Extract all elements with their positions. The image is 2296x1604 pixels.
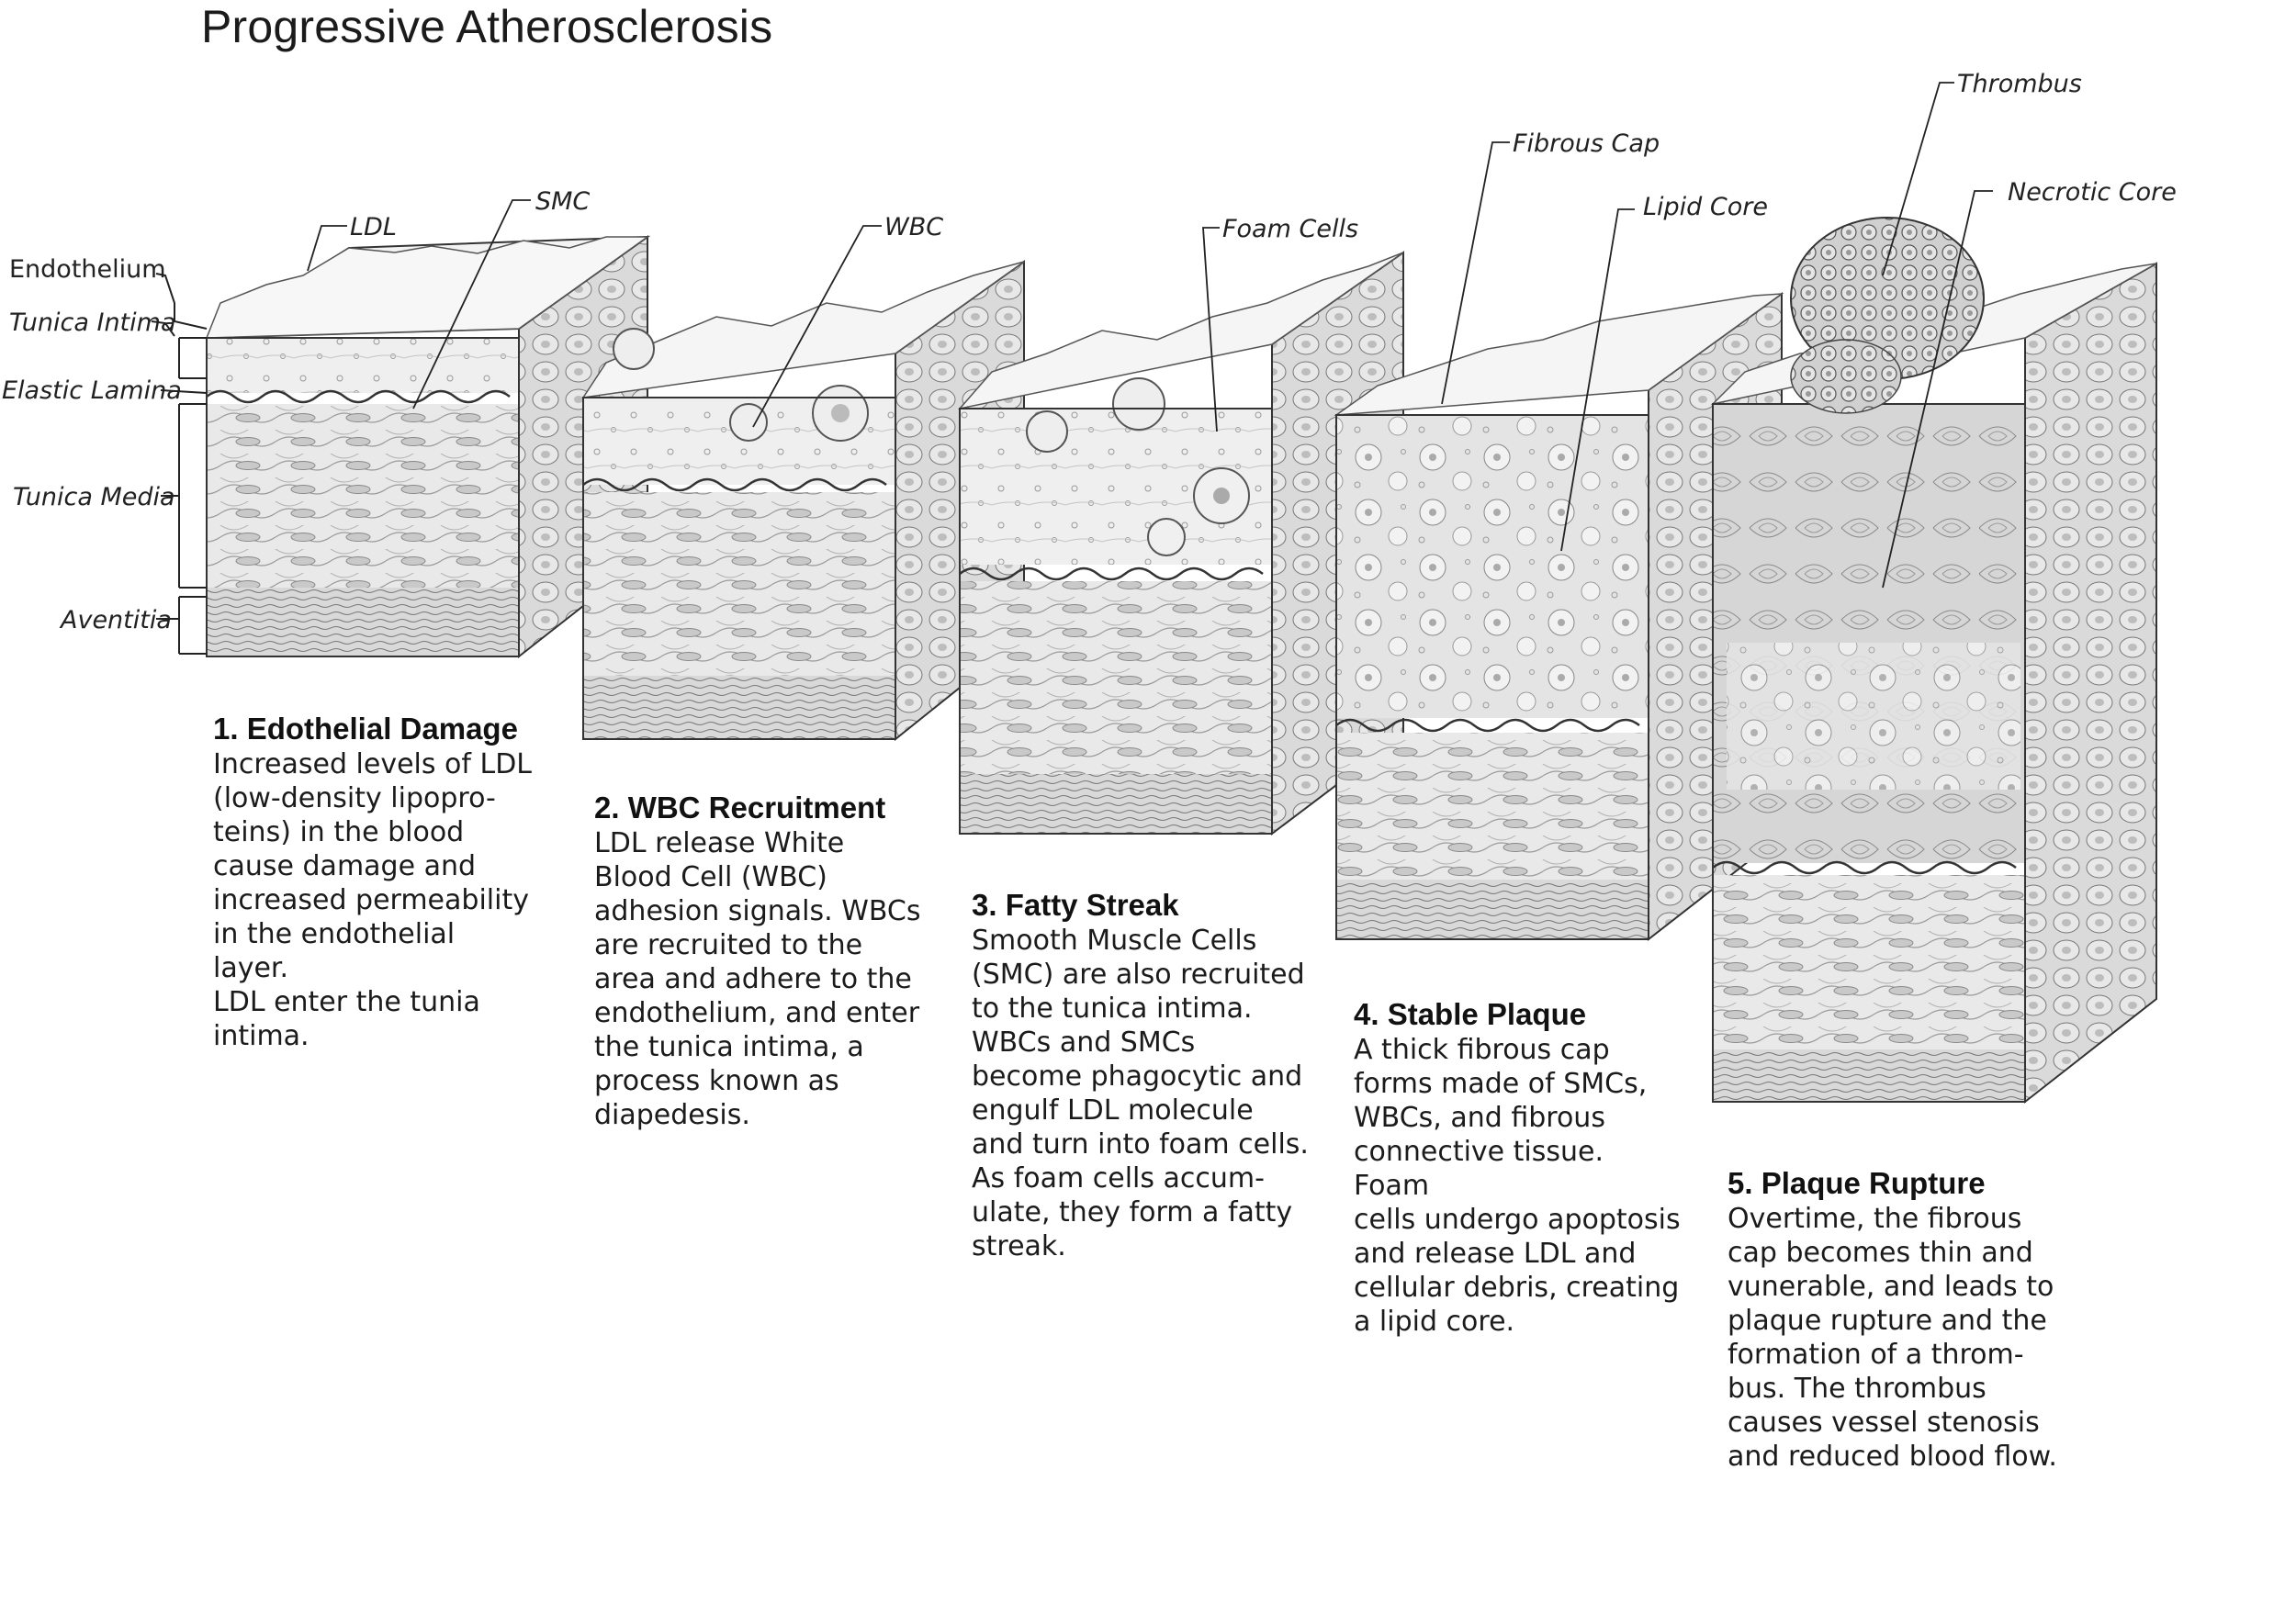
- callout-wbc: WBC: [884, 213, 943, 241]
- stage-5-line: Overtime, the fibrous: [1728, 1202, 2067, 1236]
- stage-5-caption: 5. Plaque Rupture Overtime, the fibrous …: [1728, 1165, 2067, 1474]
- stage-3-line: engulf LDL molecule: [972, 1094, 1311, 1127]
- stage-3-line: ulate, they form a fatty: [972, 1195, 1311, 1229]
- stage-4-caption: 4. Stable Plaque A thick fibrous cap for…: [1354, 996, 1684, 1339]
- stage-3-line: become phagocytic and: [972, 1060, 1311, 1094]
- stage-1-caption: 1. Edothelial Damage Increased levels of…: [213, 711, 535, 1053]
- label-endothelium: Endothelium: [9, 255, 166, 284]
- stage-3-line: Smooth Muscle Cells: [972, 924, 1311, 958]
- label-tunica-media: Tunica Media: [13, 483, 175, 511]
- stage-4-line: a lipid core.: [1354, 1305, 1684, 1339]
- stage-4-line: cells undergo apoptosis: [1354, 1203, 1684, 1237]
- stage-1-heading: 1. Edothelial Damage: [213, 711, 535, 747]
- stage-4-line: forms made of SMCs,: [1354, 1067, 1684, 1101]
- stage-5-line: bus. The thrombus: [1728, 1372, 2067, 1406]
- callout-ldl: LDL: [350, 213, 397, 241]
- stage-2-line: diapedesis.: [594, 1098, 925, 1132]
- stage-3-line: WBCs and SMCs: [972, 1026, 1311, 1060]
- stage-5-line: formation of a throm-: [1728, 1338, 2067, 1372]
- label-tunica-intima: Tunica Intima: [9, 308, 176, 337]
- stage-1-tissue-block: [207, 237, 647, 656]
- stage-4-heading: 4. Stable Plaque: [1354, 996, 1684, 1033]
- stage-1-line: cause damage and: [213, 849, 535, 883]
- stage-5-line: cap becomes thin and: [1728, 1236, 2067, 1270]
- callout-lipid-core: Lipid Core: [1643, 193, 1768, 221]
- callout-smc: SMC: [535, 187, 590, 216]
- stage-5-heading: 5. Plaque Rupture: [1728, 1165, 2067, 1202]
- stage-1-line: increased permeability: [213, 883, 535, 917]
- stage-1-line: intima.: [213, 1019, 535, 1053]
- stage-4-line: cellular debris, creating: [1354, 1271, 1684, 1305]
- stage-2-line: area and adhere to the: [594, 962, 925, 996]
- callout-fibrous-cap: Fibrous Cap: [1513, 129, 1660, 158]
- stage-2-line: adhesion signals. WBCs: [594, 894, 925, 928]
- stage-3-line: and turn into foam cells.: [972, 1127, 1311, 1161]
- stage-2-line: Blood Cell (WBC): [594, 860, 925, 894]
- stage-3-line: (SMC) are also recruited: [972, 958, 1311, 992]
- stage-2-line: process known as: [594, 1064, 925, 1098]
- stage-1-line: LDL enter the tunia: [213, 985, 535, 1019]
- stage-2-heading: 2. WBC Recruitment: [594, 790, 925, 826]
- stage-3-line: to the tunica intima.: [972, 992, 1311, 1026]
- stage-5-line: plaque rupture and the: [1728, 1304, 2067, 1338]
- label-aventitia: Aventitia: [59, 606, 172, 634]
- stage-3-heading: 3. Fatty Streak: [972, 887, 1311, 924]
- stage-4-line: connective tissue. Foam: [1354, 1135, 1684, 1203]
- stage-1-line: Increased levels of LDL: [213, 747, 535, 781]
- callout-thrombus: Thrombus: [1957, 70, 2082, 98]
- stage-2-line: endothelium, and enter: [594, 996, 925, 1030]
- callout-foam-cells: Foam Cells: [1222, 215, 1358, 243]
- stage-4-line: A thick fibrous cap: [1354, 1033, 1684, 1067]
- stage-2-caption: 2. WBC Recruitment LDL release White Blo…: [594, 790, 925, 1132]
- stage-1-line: (low-density lipopro-: [213, 781, 535, 815]
- stage-2-line: are recruited to the: [594, 928, 925, 962]
- stage-2-line: LDL release White: [594, 826, 925, 860]
- stage-3-caption: 3. Fatty Streak Smooth Muscle Cells (SMC…: [972, 887, 1311, 1263]
- stage-5-line: vunerable, and leads to: [1728, 1270, 2067, 1304]
- label-elastic-lamina: Elastic Lamina: [2, 376, 182, 405]
- stage-4-line: and release LDL and: [1354, 1237, 1684, 1271]
- stage-5-line: and reduced blood flow.: [1728, 1440, 2067, 1474]
- stage-3-line: As foam cells accum-: [972, 1161, 1311, 1195]
- stage-2-line: the tunica intima, a: [594, 1030, 925, 1064]
- stage-3-line: streak.: [972, 1229, 1311, 1263]
- stage-4-line: WBCs, and fibrous: [1354, 1101, 1684, 1135]
- stage-1-line: teins) in the blood: [213, 815, 535, 849]
- callout-necrotic-core: Necrotic Core: [2008, 178, 2177, 207]
- stage-5-line: causes vessel stenosis: [1728, 1406, 2067, 1440]
- stage-1-line: in the endothelial layer.: [213, 917, 535, 985]
